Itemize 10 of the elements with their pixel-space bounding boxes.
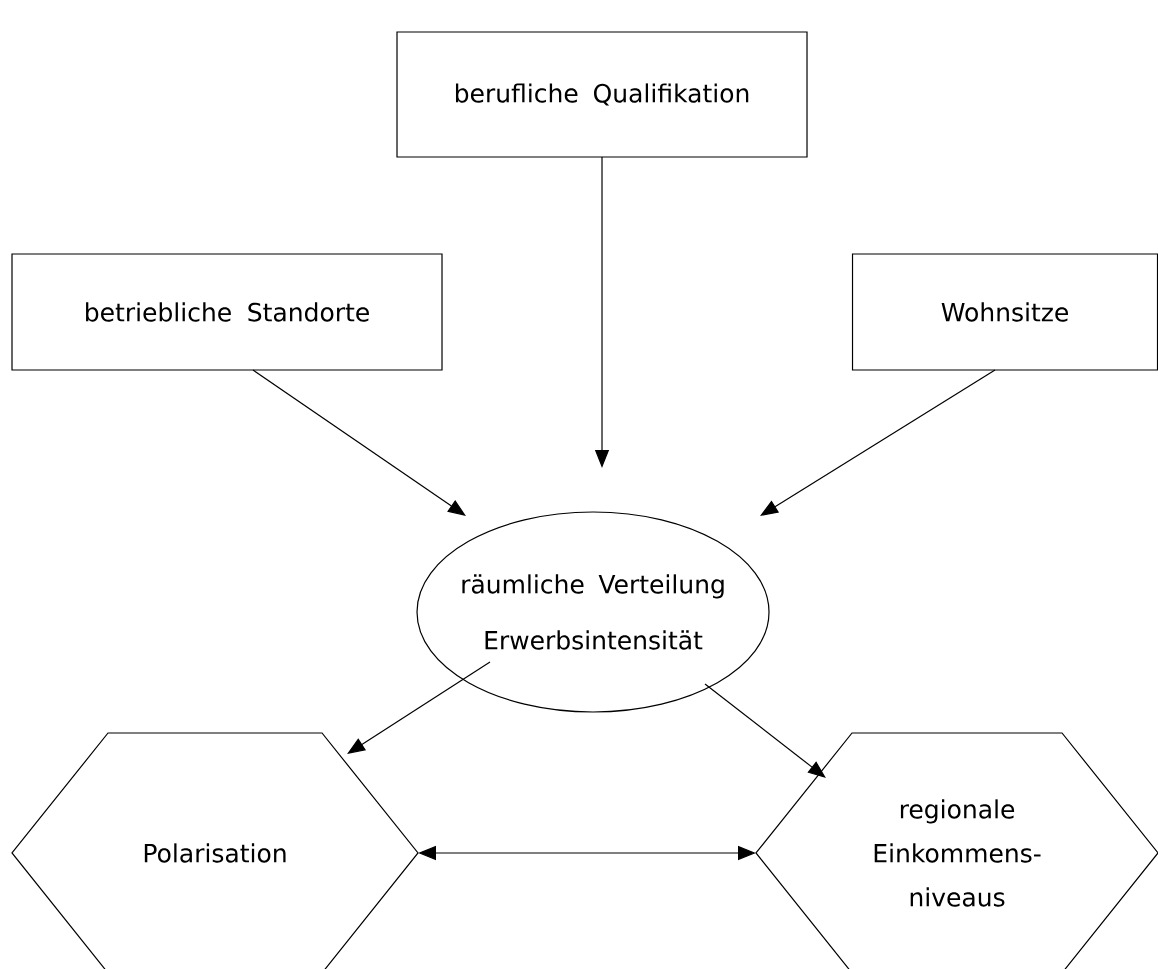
ellipse-node: räumliche Verteilung Erwerbsintensität [416,511,770,713]
arrow [252,369,466,516]
process-box: berufliche Qualifikation [396,31,808,158]
arrow [347,661,491,754]
arrow [760,369,996,516]
hexagon-node: regionale Einkommens- niveaus [755,732,1158,969]
process-box: Wohnsitze [851,253,1158,371]
hexagon-node: Polarisation [11,732,419,969]
arrow [704,683,826,778]
process-box: betriebliche Standorte [11,253,443,371]
